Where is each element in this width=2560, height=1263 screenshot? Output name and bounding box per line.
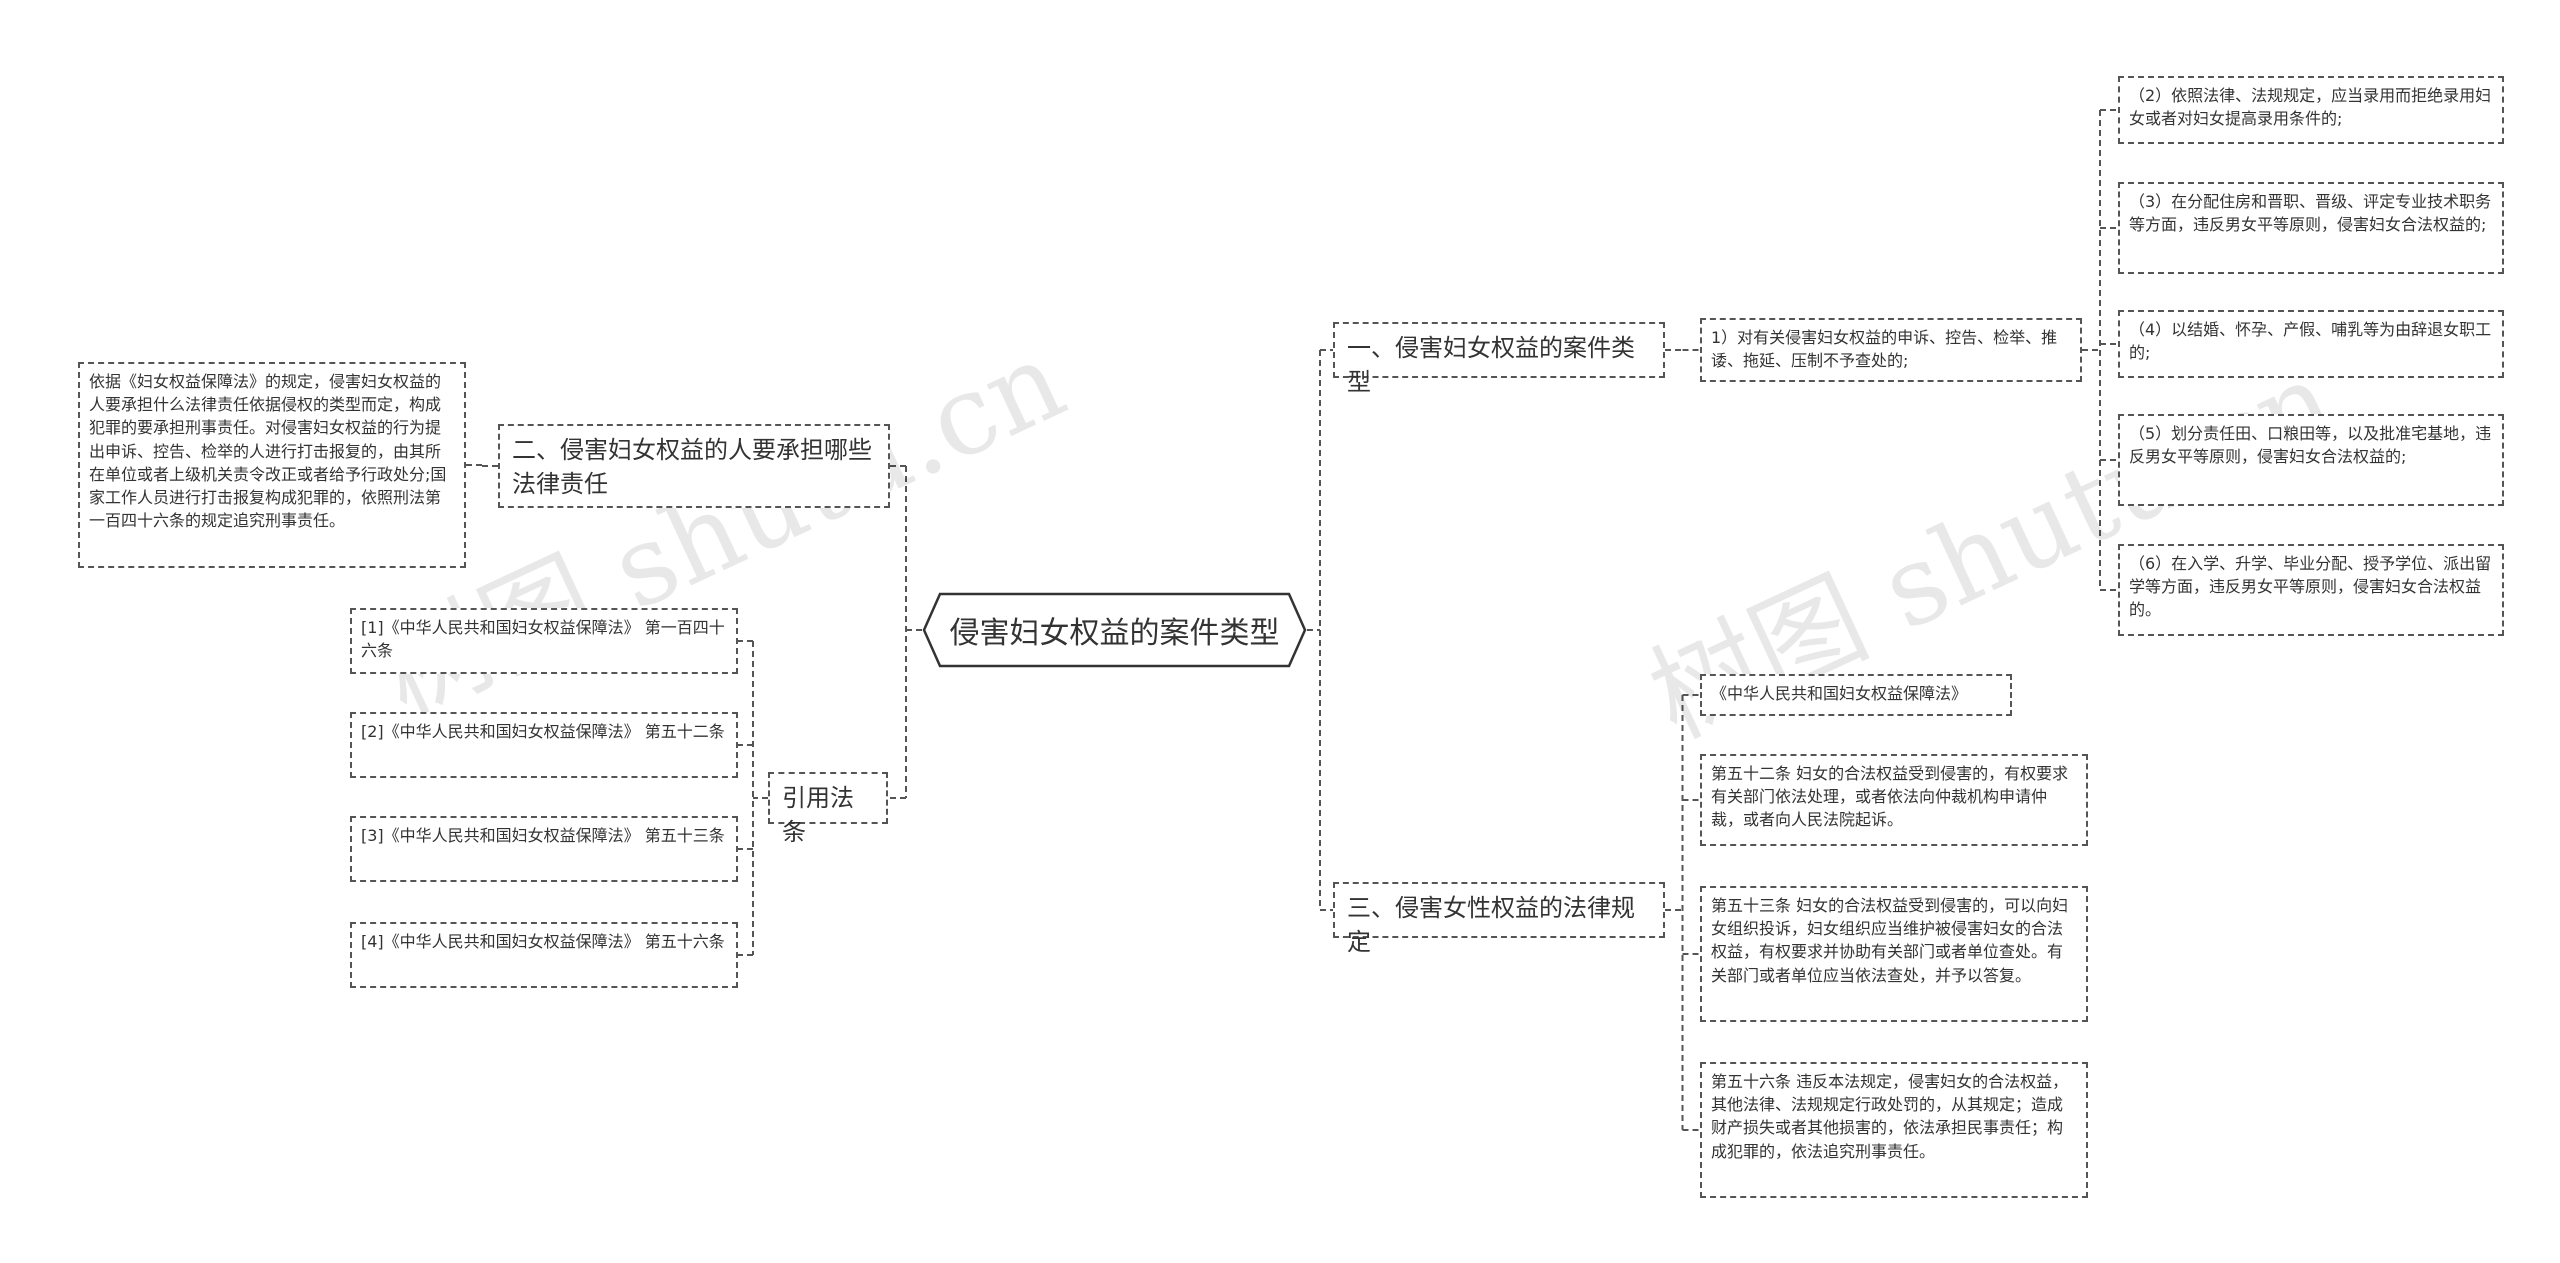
legal-provision-article-56-text: 第五十六条 违反本法规定，侵害妇女的合法权益，其他法律、法规规定行政处罚的，从其…	[1711, 1072, 2069, 1161]
legal-provision-article-53[interactable]: 第五十三条 妇女的合法权益受到侵害的，可以向妇女组织投诉，妇女组织应当维护被侵害…	[1700, 886, 2088, 1022]
case-type-item-4[interactable]: （4）以结婚、怀孕、产假、哺乳等为由辞退女职工的;	[2118, 310, 2504, 378]
case-type-item-2[interactable]: （2）依照法律、法规规定，应当录用而拒绝录用妇女或者对妇女提高录用条件的;	[2118, 76, 2504, 144]
cited-article-1-text: [1]《中华人民共和国妇女权益保障法》 第一百四十六条	[361, 618, 725, 661]
case-type-item-6[interactable]: （6）在入学、升学、毕业分配、授予学位、派出留学等方面，违反男女平等原则，侵害妇…	[2118, 544, 2504, 636]
legal-provision-article-52-text: 第五十二条 妇女的合法权益受到侵害的，有权要求有关部门依法处理，或者依法向仲裁机…	[1711, 764, 2069, 830]
cited-article-2[interactable]: [2]《中华人民共和国妇女权益保障法》 第五十二条	[350, 712, 738, 778]
cited-article-3-text: [3]《中华人民共和国妇女权益保障法》 第五十三条	[361, 826, 725, 845]
legal-liability-detail-text: 依据《妇女权益保障法》的规定，侵害妇女权益的人要承担什么法律责任依据侵权的类型而…	[89, 372, 447, 531]
branch-cited-articles[interactable]: 引用法条	[768, 772, 888, 846]
legal-liability-detail[interactable]: 依据《妇女权益保障法》的规定，侵害妇女权益的人要承担什么法律责任依据侵权的类型而…	[78, 362, 466, 568]
case-type-item-1-text: 1）对有关侵害妇女权益的申诉、控告、检举、推诿、拖延、压制不予查处的;	[1711, 328, 2058, 371]
legal-provision-article-53-text: 第五十三条 妇女的合法权益受到侵害的，可以向妇女组织投诉，妇女组织应当维护被侵害…	[1711, 896, 2069, 985]
case-type-item-3-text: （3）在分配住房和晋职、晋级、评定专业技术职务等方面，违反男女平等原则，侵害妇女…	[2129, 192, 2492, 235]
case-type-item-6-text: （6）在入学、升学、毕业分配、授予学位、派出留学等方面，违反男女平等原则，侵害妇…	[2129, 554, 2492, 620]
branch-legal-liability-title: 二、侵害妇女权益的人要承担哪些法律责任	[512, 436, 872, 498]
root-title: 侵害妇女权益的案件类型	[949, 616, 1280, 651]
branch-legal-provisions[interactable]: 三、侵害女性权益的法律规定	[1333, 882, 1665, 956]
cited-article-4-text: [4]《中华人民共和国妇女权益保障法》 第五十六条	[361, 932, 725, 951]
case-type-item-1[interactable]: 1）对有关侵害妇女权益的申诉、控告、检举、推诿、拖延、压制不予查处的;	[1700, 318, 2082, 382]
cited-article-2-text: [2]《中华人民共和国妇女权益保障法》 第五十二条	[361, 722, 725, 741]
legal-provision-article-56[interactable]: 第五十六条 违反本法规定，侵害妇女的合法权益，其他法律、法规规定行政处罚的，从其…	[1700, 1062, 2088, 1198]
branch-case-types[interactable]: 一、侵害妇女权益的案件类型	[1333, 322, 1665, 396]
cited-article-1[interactable]: [1]《中华人民共和国妇女权益保障法》 第一百四十六条	[350, 608, 738, 674]
branch-legal-liability[interactable]: 二、侵害妇女权益的人要承担哪些法律责任	[498, 424, 890, 508]
cited-article-4[interactable]: [4]《中华人民共和国妇女权益保障法》 第五十六条	[350, 922, 738, 988]
root-node[interactable]: 侵害妇女权益的案件类型	[922, 592, 1307, 668]
case-type-item-2-text: （2）依照法律、法规规定，应当录用而拒绝录用妇女或者对妇女提高录用条件的;	[2129, 86, 2492, 129]
case-type-item-5-text: （5）划分责任田、口粮田等，以及批准宅基地，违反男女平等原则，侵害妇女合法权益的…	[2129, 424, 2492, 467]
branch-legal-provisions-title: 三、侵害女性权益的法律规定	[1347, 894, 1635, 956]
case-type-item-4-text: （4）以结婚、怀孕、产假、哺乳等为由辞退女职工的;	[2129, 320, 2492, 363]
cited-article-3[interactable]: [3]《中华人民共和国妇女权益保障法》 第五十三条	[350, 816, 738, 882]
branch-case-types-title: 一、侵害妇女权益的案件类型	[1347, 334, 1635, 396]
root-hexagon-shape	[922, 592, 1307, 668]
branch-cited-articles-title: 引用法条	[782, 784, 854, 846]
case-type-item-5[interactable]: （5）划分责任田、口粮田等，以及批准宅基地，违反男女平等原则，侵害妇女合法权益的…	[2118, 414, 2504, 506]
legal-provision-article-52[interactable]: 第五十二条 妇女的合法权益受到侵害的，有权要求有关部门依法处理，或者依法向仲裁机…	[1700, 754, 2088, 846]
legal-provision-law-name-text: 《中华人民共和国妇女权益保障法》	[1711, 684, 1968, 703]
case-type-item-3[interactable]: （3）在分配住房和晋职、晋级、评定专业技术职务等方面，违反男女平等原则，侵害妇女…	[2118, 182, 2504, 274]
legal-provision-law-name[interactable]: 《中华人民共和国妇女权益保障法》	[1700, 674, 2012, 716]
